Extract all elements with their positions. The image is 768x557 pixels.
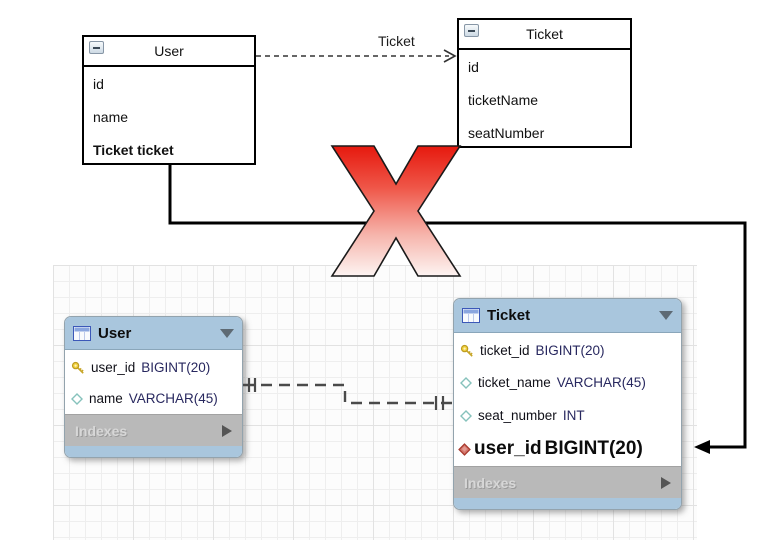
column-name: ticket_name [478,375,551,390]
column-type: BIGINT(20) [535,343,605,358]
table-footer-strip [65,446,242,457]
column-name: ticket_id [480,343,530,358]
column-type: VARCHAR(45) [128,391,218,406]
collapse-minus-icon[interactable] [464,24,479,37]
erd-table-ticket[interactable]: Ticket ticket_id BIGINT(20) ticket_name … [453,298,682,510]
erd-table-user-header[interactable]: User [65,317,242,350]
indexes-label: Indexes [464,474,517,491]
uml-class-ticket[interactable]: Ticket id ticketName seatNumber [457,18,632,148]
table-icon [73,325,91,341]
erd-table-title: Ticket [487,307,531,324]
column-type: VARCHAR(45) [556,375,646,390]
column-type: BIGINT(20) [544,438,643,459]
chevron-down-icon[interactable] [220,328,234,338]
table-column-row-foreign-key[interactable]: user_id BIGINT(20) [454,432,681,466]
uml-class-title: Ticket [526,26,563,42]
collapse-minus-icon[interactable] [89,41,104,54]
uml-class-user-header: User [84,37,254,67]
expand-right-icon[interactable] [222,424,232,437]
uml-class-ticket-header: Ticket [459,20,630,50]
column-type: INT [562,408,585,423]
association-label: Ticket [378,33,415,49]
uml-field: seatNumber [468,124,545,141]
erd-table-title: User [98,324,132,342]
uml-field: Ticket ticket [93,141,174,158]
table-column-row[interactable]: user_id BIGINT(20) [65,352,242,383]
column-name: user_id [91,360,136,375]
table-column-row[interactable]: ticket_name VARCHAR(45) [454,366,681,399]
chevron-down-icon[interactable] [659,311,673,320]
uml-field: name [93,108,129,125]
uml-association-arrow [256,49,457,63]
indexes-bar[interactable]: Indexes [65,414,242,446]
column-name: seat_number [478,408,557,423]
table-column-row[interactable]: seat_number INT [454,399,681,432]
erd-table-user[interactable]: User user_id BIGINT(20) name VARCHAR(45)… [64,316,243,458]
uml-class-title: User [154,43,184,59]
table-footer-strip [454,498,681,509]
table-icon [462,308,480,323]
table-column-row[interactable]: ticket_id BIGINT(20) [454,335,681,366]
column-type: BIGINT(20) [141,360,211,375]
erd-table-user-columns: user_id BIGINT(20) name VARCHAR(45) [65,350,242,414]
erd-table-ticket-columns: ticket_id BIGINT(20) ticket_name VARCHAR… [454,333,681,466]
uml-field: id [468,58,479,75]
x-mark [330,145,462,277]
primary-key-icon [71,361,85,375]
fk-column-icon [458,442,471,456]
uml-class-user[interactable]: User id name Ticket ticket [82,35,256,165]
column-icon [71,392,83,405]
indexes-label: Indexes [75,422,128,439]
column-icon [460,409,472,422]
expand-right-icon[interactable] [661,476,671,489]
table-column-row[interactable]: name VARCHAR(45) [65,383,242,414]
indexes-bar[interactable]: Indexes [454,466,681,498]
column-icon [460,376,472,389]
uml-field: ticketName [468,91,539,108]
uml-field: id [93,75,104,92]
column-name: user_id [474,438,542,459]
primary-key-icon [460,344,474,358]
erd-table-ticket-header[interactable]: Ticket [454,299,681,333]
column-name: name [89,391,123,406]
